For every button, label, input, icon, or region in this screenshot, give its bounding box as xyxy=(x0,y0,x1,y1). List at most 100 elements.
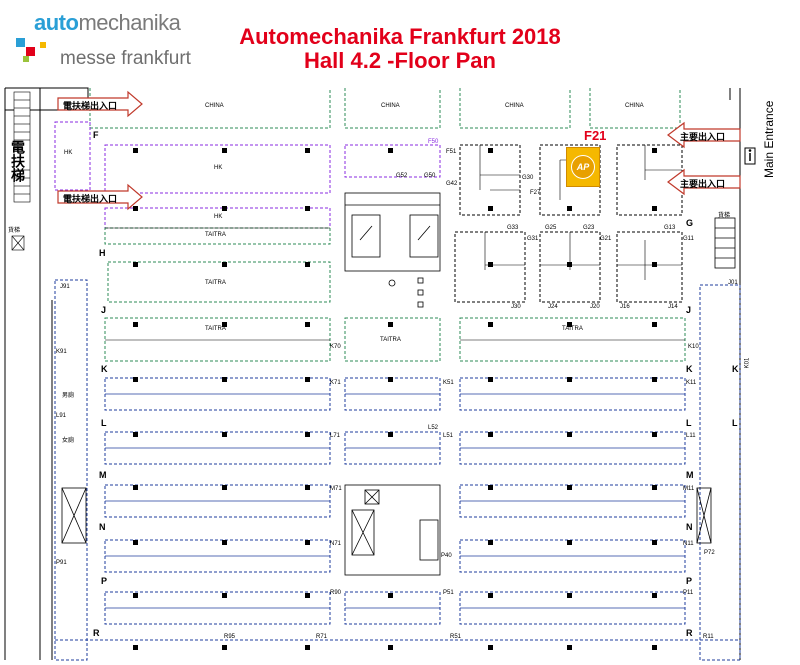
stand-code: G42 xyxy=(446,181,458,187)
row-letter-f: F xyxy=(93,130,99,140)
stand-code: L51 xyxy=(443,433,454,439)
stand-code: R71 xyxy=(316,634,328,640)
stand-code: J24 xyxy=(548,304,558,310)
main-arrow-bottom xyxy=(667,168,741,196)
row-letter-n: N xyxy=(99,522,106,532)
logo-mechanika-text: mechanika xyxy=(78,10,181,35)
row-letter-p-right: P xyxy=(686,576,693,586)
escalator-arrow-top xyxy=(57,90,143,118)
lift-label-right: 貨梯 xyxy=(718,213,731,219)
main-exit-label-top: 主要出入口 xyxy=(680,132,726,142)
stand-code: L11 xyxy=(686,433,696,439)
stand-code: J20 xyxy=(590,304,600,310)
stand-code: K11 xyxy=(686,380,697,386)
stand-code: R51 xyxy=(450,634,462,640)
ap-logo-icon: AP xyxy=(571,155,595,179)
zone-label-hk: HK xyxy=(214,214,223,220)
booth-markers xyxy=(133,148,657,650)
stand-f21-highlight[interactable]: AP xyxy=(566,147,600,187)
main-entrance-arrows xyxy=(667,121,741,196)
stand-f21-label: F21 xyxy=(584,128,607,143)
row-letter-r: R xyxy=(93,628,100,638)
stand-code: K91 xyxy=(56,349,67,355)
escalator-arrow-bottom xyxy=(57,183,143,211)
stand-code: J30 xyxy=(511,304,521,310)
stand-code: G52 xyxy=(396,173,408,179)
stand-code: P51 xyxy=(443,590,454,596)
stand-code: P40 xyxy=(441,553,452,559)
row-letter-k-right: K xyxy=(686,364,693,374)
stand-code: G23 xyxy=(583,225,595,231)
stand-code: L91 xyxy=(56,413,67,419)
restroom-female-label: 女廁 xyxy=(62,438,75,444)
escalator-vertical-label: 電扶梯 xyxy=(10,140,26,182)
stand-code: G11 xyxy=(683,236,694,242)
center-stair-core xyxy=(344,192,441,308)
stand-code: J01 xyxy=(728,280,738,286)
stand-code: G13 xyxy=(664,225,676,231)
zone-label-taitra: TAITRA xyxy=(205,232,226,238)
row-letter-n-right: N xyxy=(686,522,693,532)
zone-label-china: CHINA xyxy=(505,103,524,109)
row-letter-l-right: L xyxy=(686,418,692,428)
side-lower-stairs xyxy=(61,217,736,544)
page-title: Automechanika Frankfurt 2018 xyxy=(239,24,561,49)
zone-label-taitra: TAITRA xyxy=(205,326,226,332)
zone-solid-lines xyxy=(105,227,685,341)
row-letter-r-right: R xyxy=(686,628,693,638)
stand-code: G33 xyxy=(507,225,519,231)
escalator-arrows xyxy=(57,90,143,211)
page-subtitle: Hall 4.2 -Floor Pan xyxy=(304,48,496,73)
stand-code: G50 xyxy=(424,173,436,179)
stand-code: J14 xyxy=(668,304,678,310)
stand-code: P72 xyxy=(704,550,715,556)
main-exit-label-bottom: 主要出入口 xyxy=(680,179,726,189)
row-letter-j: J xyxy=(101,305,107,315)
hk-zones xyxy=(54,121,441,245)
stand-code: R90 xyxy=(330,590,342,596)
zone-label-china: CHINA xyxy=(625,103,644,109)
stand-code: F27 xyxy=(530,190,541,196)
row-letter-j-right: J xyxy=(686,305,692,315)
lift-label: 貨梯 xyxy=(8,228,21,234)
row-letter-g: G xyxy=(686,218,694,228)
restroom-male-label: 男廁 xyxy=(62,393,75,399)
row-letter-k-far: K xyxy=(732,364,739,374)
zone-label-taitra: TAITRA xyxy=(205,280,226,286)
row-letter-m: M xyxy=(99,470,107,480)
info-icon xyxy=(744,147,756,165)
stand-code: M71 xyxy=(330,486,342,492)
row-letter-l: L xyxy=(101,418,107,428)
row-letter-h: H xyxy=(99,248,106,258)
stand-code: K51 xyxy=(443,380,454,386)
stand-code: F51 xyxy=(446,149,457,155)
zone-label-taitra: TAITRA xyxy=(380,337,401,343)
row-letter-m-right: M xyxy=(686,470,694,480)
stand-code: R11 xyxy=(703,634,714,640)
hall-outline xyxy=(4,87,741,660)
stand-code: G31 xyxy=(527,236,539,242)
escalator-exit-label-bottom: 電扶梯出入口 xyxy=(63,194,118,204)
stand-code: K71 xyxy=(330,380,341,386)
stand-code: G25 xyxy=(545,225,557,231)
stand-code: G30 xyxy=(522,175,534,181)
row-letter-l-far: L xyxy=(732,418,738,428)
stand-code: P11 xyxy=(683,590,694,596)
zone-label-hk: HK xyxy=(214,165,223,171)
stand-code: K70 xyxy=(330,344,341,350)
stand-code: N71 xyxy=(330,541,342,547)
stand-code: G21 xyxy=(600,236,612,242)
main-entrance-label: Main Entrance xyxy=(762,100,776,178)
main-arrow-top xyxy=(667,121,741,149)
center-lower-core xyxy=(344,484,441,576)
stand-code: L52 xyxy=(428,425,439,431)
stand-code: K10 xyxy=(688,344,699,350)
escalator-exit-label-top: 電扶梯出入口 xyxy=(63,101,118,111)
messe-frankfurt-mark-icon xyxy=(16,38,46,62)
stand-code: P91 xyxy=(56,560,67,566)
zone-label-taitra: TAITRA xyxy=(562,326,583,332)
blue-aisle-centerlines xyxy=(105,393,685,609)
left-escalator-stairs xyxy=(11,91,31,251)
zone-label-hk: HK xyxy=(64,150,73,156)
